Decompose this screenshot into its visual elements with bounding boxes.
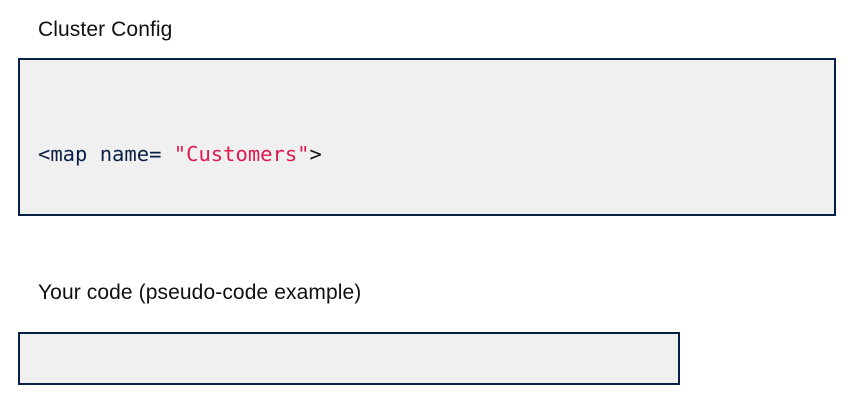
cluster-config-heading: Cluster Config	[38, 18, 173, 41]
code-token-string: "Customers"	[173, 142, 310, 166]
cluster-config-code-block[interactable]: <map name= "Customers"> <backup-count>1<…	[18, 58, 836, 216]
your-code-code-block[interactable]: map Customers = map.get(“Customers”)	[18, 332, 680, 385]
code-line-1: <map name= "Customers">	[38, 139, 834, 170]
code-token-tag-open: <map name=	[38, 142, 174, 166]
code-token-tag-close: >	[309, 142, 322, 166]
your-code-heading: Your code (pseudo-code example)	[38, 281, 362, 304]
